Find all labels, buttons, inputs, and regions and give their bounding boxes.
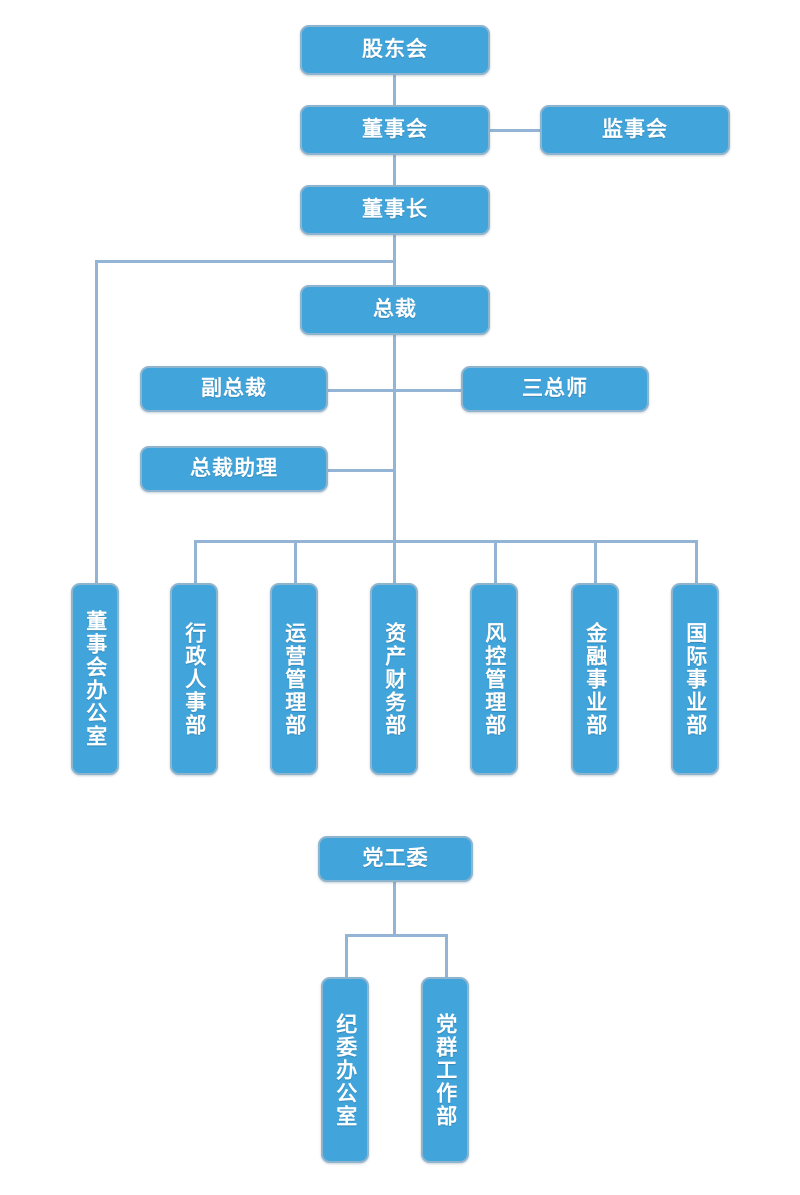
node-shareholders-meeting[interactable]: 股东会 xyxy=(300,25,490,75)
connector-to-board-office xyxy=(95,260,98,585)
node-vice-president[interactable]: 副总裁 xyxy=(140,366,328,412)
department-bus xyxy=(194,540,698,543)
node-chairman[interactable]: 董事长 xyxy=(300,185,490,235)
party-drop-1 xyxy=(345,934,348,978)
node-department-2[interactable]: 资产财务部 xyxy=(370,583,418,775)
node-party-committee[interactable]: 党工委 xyxy=(318,836,473,882)
node-party-child-0[interactable]: 纪委办公室 xyxy=(321,977,369,1163)
department-drop-5 xyxy=(594,540,597,585)
department-drop-2 xyxy=(294,540,297,585)
node-department-1[interactable]: 运营管理部 xyxy=(270,583,318,775)
connector-vice-president xyxy=(328,389,395,392)
department-drop-4 xyxy=(494,540,497,585)
node-department-5[interactable]: 国际事业部 xyxy=(671,583,719,775)
connector-chairman-branch-left xyxy=(95,260,395,263)
department-drop-3 xyxy=(393,540,396,585)
party-drop-2 xyxy=(445,934,448,978)
node-party-child-1[interactable]: 党群工作部 xyxy=(421,977,469,1163)
department-drop-1 xyxy=(194,540,197,585)
connector-board-to-chairman xyxy=(393,155,396,187)
connector-shareholders-to-board xyxy=(393,75,396,107)
node-department-3[interactable]: 风控管理部 xyxy=(470,583,518,775)
department-drop-6 xyxy=(695,540,698,585)
node-board-of-supervisors[interactable]: 监事会 xyxy=(540,105,730,155)
node-board-office[interactable]: 董事会办公室 xyxy=(71,583,119,775)
node-chief-engineers[interactable]: 三总师 xyxy=(461,366,649,412)
node-president[interactable]: 总裁 xyxy=(300,285,490,335)
node-president-assistant[interactable]: 总裁助理 xyxy=(140,446,328,492)
connector-board-to-supervisors xyxy=(490,129,540,132)
node-department-4[interactable]: 金融事业部 xyxy=(571,583,619,775)
connector-chief-engineers xyxy=(393,389,461,392)
connector-president-trunk xyxy=(393,333,396,542)
node-board-of-directors[interactable]: 董事会 xyxy=(300,105,490,155)
party-bus xyxy=(345,934,448,937)
connector-president-assistant xyxy=(328,469,395,472)
connector-party-down xyxy=(393,882,396,936)
node-department-0[interactable]: 行政人事部 xyxy=(170,583,218,775)
